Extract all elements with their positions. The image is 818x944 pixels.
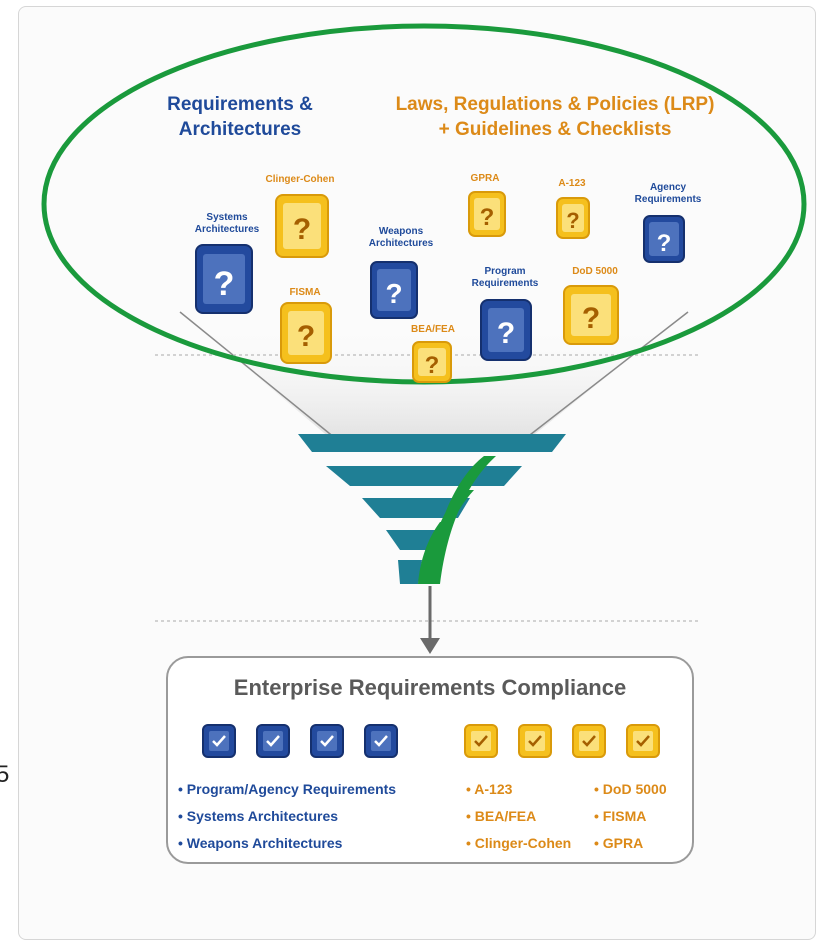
- question-mark-icon: ?: [195, 244, 253, 314]
- item-bea-fea: ?: [411, 340, 453, 384]
- question-mark-icon: ?: [468, 191, 506, 237]
- header-right-line-2: + Guidelines & Checklists: [438, 119, 672, 140]
- svg-text:?: ?: [480, 204, 495, 231]
- funnel-strand-3: [418, 522, 448, 584]
- label-dod-5000: DoD 5000: [572, 266, 618, 277]
- header-lrp-guidelines: Laws, Regulations & Policies (LRP) + Gui…: [390, 92, 720, 142]
- item-weapons-architectures: ?: [369, 260, 419, 320]
- funnel-band-3: [362, 498, 470, 518]
- list-item: • Program/Agency Requirements: [178, 781, 397, 797]
- question-mark-icon: ?: [370, 261, 418, 319]
- svg-text:?: ?: [566, 208, 579, 233]
- header-right-line-1: Laws, Regulations & Policies (LRP): [395, 94, 715, 115]
- header-left-line-1: Requirements &: [167, 94, 313, 115]
- down-arrow-head: [420, 638, 440, 654]
- item-program-requirements: ?: [479, 298, 533, 362]
- label-bea-fea: BEA/FEA: [411, 324, 455, 335]
- funnel-cone-left-edge: [179, 311, 336, 439]
- svg-text:?: ?: [497, 317, 515, 350]
- list-item: • Clinger-Cohen: [466, 835, 572, 851]
- funnel-band-1: [298, 434, 566, 452]
- question-mark-icon: ?: [480, 299, 532, 361]
- svg-text:?: ?: [582, 302, 600, 335]
- label-gpra: GPRA: [470, 173, 500, 184]
- label-systems-architectures: Systems Architectures: [194, 212, 260, 235]
- label-program-requirements: Program Requirements: [471, 266, 539, 289]
- label-weapons-architectures: Weapons Architectures: [368, 226, 434, 249]
- list-item: • Weapons Architectures: [178, 835, 343, 851]
- header-left-line-2: Architectures: [178, 119, 302, 140]
- label-agency-requirements: Agency Requirements: [634, 182, 702, 205]
- svg-text:?: ?: [214, 265, 235, 303]
- check-mark-icon: [518, 724, 552, 758]
- orange-lrp-list-1: • A-123 • BEA/FEA • Clinger-Cohen: [466, 776, 571, 857]
- funnel-band-5: [398, 560, 422, 584]
- list-item: • BEA/FEA: [466, 808, 537, 824]
- label-a-123: A-123: [558, 178, 586, 189]
- question-mark-icon: ?: [275, 194, 329, 258]
- check-mark-icon: [364, 724, 398, 758]
- label-clinger-cohen: Clinger-Cohen: [265, 174, 335, 185]
- funnel-cone-right-edge: [525, 311, 689, 439]
- funnel-strand-1: [428, 456, 496, 584]
- item-clinger-cohen: ?: [274, 193, 330, 259]
- check-mark-icon: [464, 724, 498, 758]
- check-mark-icon: [202, 724, 236, 758]
- label-fisma: FISMA: [289, 287, 321, 298]
- compliance-box: Enterprise Requirements Compliance • Pro: [166, 656, 694, 864]
- svg-text:?: ?: [425, 352, 440, 379]
- item-agency-requirements: ?: [642, 214, 686, 264]
- list-item: • GPRA: [594, 835, 644, 851]
- list-item: • DoD 5000: [594, 781, 667, 797]
- svg-text:?: ?: [297, 320, 315, 353]
- check-mark-icon: [310, 724, 344, 758]
- question-mark-icon: ?: [412, 341, 452, 383]
- item-dod-5000: ?: [562, 284, 620, 346]
- question-mark-icon: ?: [556, 197, 590, 239]
- question-mark-icon: ?: [563, 285, 619, 345]
- funnel-band-4: [386, 530, 438, 550]
- funnel-band-2: [326, 466, 522, 486]
- check-mark-icon: [572, 724, 606, 758]
- header-requirements-architectures: Requirements & Architectures: [150, 92, 330, 142]
- list-item: • Systems Architectures: [178, 808, 339, 824]
- edge-text: 5: [0, 761, 10, 788]
- question-mark-icon: ?: [643, 215, 685, 263]
- item-fisma: ?: [279, 301, 333, 365]
- check-mark-icon: [256, 724, 290, 758]
- svg-text:?: ?: [657, 230, 672, 257]
- item-a-123: ?: [555, 196, 591, 240]
- compliance-title: Enterprise Requirements Compliance: [233, 675, 627, 700]
- list-item: • A-123: [466, 781, 513, 797]
- list-item: • FISMA: [594, 808, 647, 824]
- check-mark-icon: [626, 724, 660, 758]
- orange-lrp-list-2: • DoD 5000 • FISMA • GPRA: [594, 776, 667, 857]
- svg-text:?: ?: [293, 213, 311, 246]
- question-mark-icon: ?: [280, 302, 332, 364]
- item-systems-architectures: ?: [194, 243, 254, 315]
- item-gpra: ?: [467, 190, 507, 238]
- funnel-strand-2: [424, 490, 474, 584]
- svg-text:?: ?: [385, 278, 402, 309]
- blue-requirements-list: • Program/Agency Requirements • Systems …: [178, 776, 396, 857]
